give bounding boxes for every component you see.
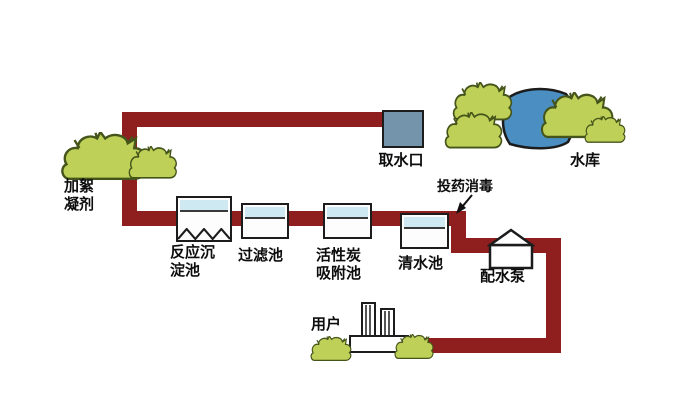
tank-clearwater-water xyxy=(404,217,445,229)
label-flocculant: 加絮 凝剂 xyxy=(64,177,94,213)
label-sedimentation-line2: 淀池 xyxy=(170,261,201,279)
intake-box-icon xyxy=(382,110,424,148)
tank-filter xyxy=(241,203,289,239)
label-sedimentation: 反应沉 淀池 xyxy=(170,243,215,279)
reservoir-bush-farright-icon xyxy=(584,116,626,143)
label-intake: 取水口 xyxy=(378,151,424,169)
label-sedimentation-line1: 反应沉 xyxy=(170,243,216,261)
pipe-bottom-horizontal xyxy=(400,338,561,353)
dosing-arrow-icon xyxy=(456,194,473,214)
label-reservoir: 水库 xyxy=(569,151,600,169)
users-bush-left-icon xyxy=(310,336,352,361)
users-bush-right-icon xyxy=(394,334,434,359)
label-flocculant-line1: 加絮 xyxy=(64,177,95,195)
pipe-right-vertical xyxy=(546,238,561,353)
pump-house-icon xyxy=(487,228,535,270)
label-carbon: 活性炭 吸附池 xyxy=(316,246,361,282)
tank-carbon xyxy=(323,203,372,239)
label-filter: 过滤池 xyxy=(238,246,284,264)
label-dosing: 投药消毒 xyxy=(437,179,493,195)
sedimentation-zigzag-icon xyxy=(178,228,230,240)
label-carbon-line1: 活性炭 xyxy=(316,246,362,264)
tank-carbon-water xyxy=(327,207,368,219)
label-carbon-line2: 吸附池 xyxy=(316,264,362,282)
label-clearwater: 清水池 xyxy=(398,254,444,272)
label-flocculant-line2: 凝剂 xyxy=(64,195,95,213)
tank-sedimentation xyxy=(176,196,232,242)
reservoir-bush-bottomleft-icon xyxy=(444,112,503,149)
tank-clearwater xyxy=(400,213,449,249)
tank-sedimentation-water xyxy=(180,200,228,212)
pipe-top-horizontal xyxy=(122,112,384,127)
tank-filter-water xyxy=(245,207,285,219)
label-pump: 配水泵 xyxy=(480,267,526,285)
label-users: 用户 xyxy=(311,315,342,333)
flocculant-mound-small-icon xyxy=(128,146,178,179)
users-building-icon xyxy=(349,302,409,353)
